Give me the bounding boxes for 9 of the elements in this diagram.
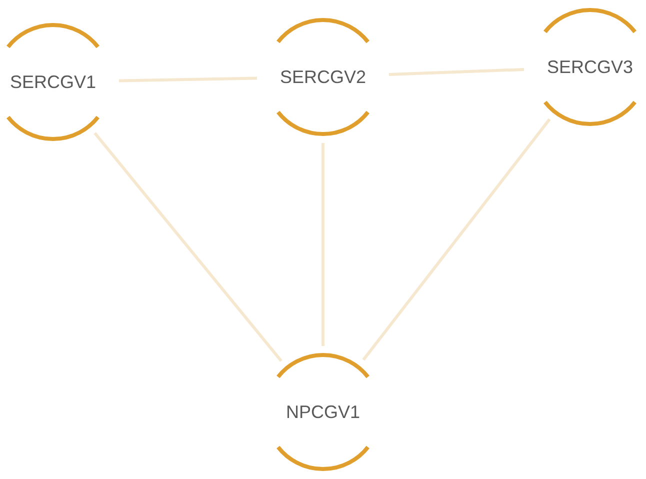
node-label: NPCGV1 [286,400,360,424]
connector-line [322,143,324,346]
connector-line [362,118,551,361]
connector-line [118,76,258,82]
node-label: SERCGV2 [280,66,366,88]
connector-line [388,68,524,76]
connector-line [94,132,282,362]
node-label: SERCGV3 [546,56,634,78]
node-label: SERCGV1 [10,70,96,94]
